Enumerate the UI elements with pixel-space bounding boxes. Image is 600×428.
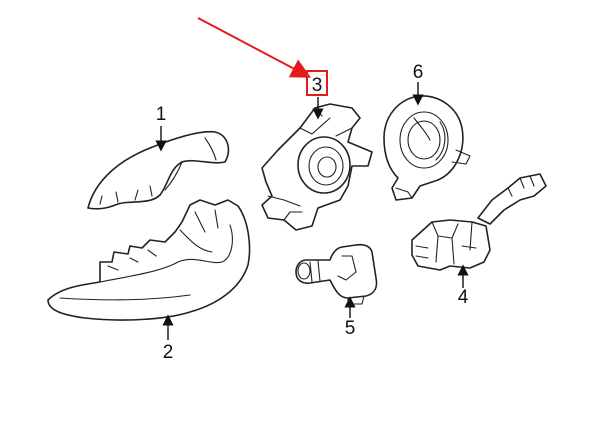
part-2-lower-shroud bbox=[47, 199, 251, 321]
part-4-multifunction-switch bbox=[411, 173, 547, 271]
callout-2: 2 bbox=[163, 342, 174, 363]
part-3-switch-housing bbox=[261, 103, 373, 231]
highlight-box-3 bbox=[306, 70, 328, 96]
part-1-upper-shroud bbox=[87, 130, 230, 210]
callout-5: 5 bbox=[345, 318, 356, 339]
callout-3: 3 bbox=[312, 75, 323, 96]
highlight-arrow bbox=[197, 17, 312, 78]
part-5-ignition-switch bbox=[295, 243, 378, 305]
callout-6: 6 bbox=[413, 62, 424, 83]
callout-1: 1 bbox=[156, 104, 167, 125]
part-6-clockspring bbox=[383, 95, 471, 201]
callout-4: 4 bbox=[458, 287, 469, 308]
